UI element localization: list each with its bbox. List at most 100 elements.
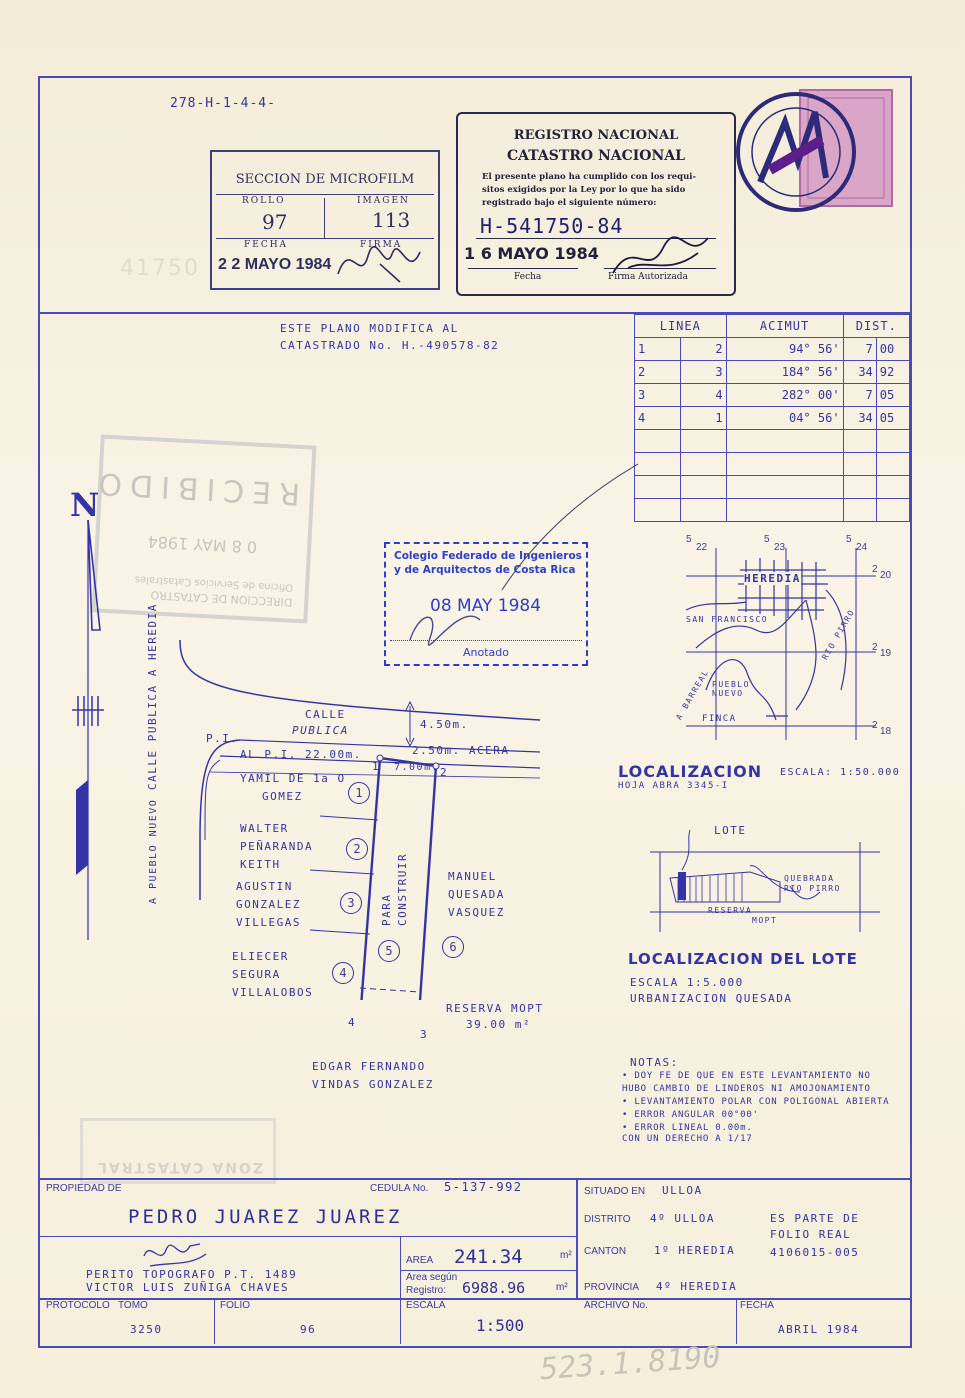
folio-real-number: 4106015-005 [770,1246,860,1259]
canton-label: CANTON [584,1246,627,1257]
registro-firma-label: Firma Autorizada [608,272,688,282]
cell-to: 2 [679,337,727,361]
acera-label: 2.50m. ACERA [412,744,510,757]
azimuth-table-header: LINEA ACIMUT DIST. [634,314,911,338]
titleblock-area-divider [400,1236,401,1298]
vertex-4: 4 [348,1016,357,1029]
titleblock-col-1 [214,1298,215,1344]
front-dimension: 7.00m. [394,762,440,773]
cedula-value: 5-137-992 [444,1180,523,1194]
table-row-empty [634,475,911,499]
table-row-empty [634,498,911,522]
area-label: AREA [406,1255,434,1266]
calle-label: CALLE [305,708,346,721]
area-registro-label: Registro: [406,1285,447,1296]
lote-rio-pirro: RIO PIRRO [784,884,841,893]
grid-right-1b: 20 [880,570,892,581]
situado-value: ULLOA [662,1184,703,1197]
grid-right-3b: 18 [880,726,892,737]
publica-label: PUBLICA [292,724,349,737]
map-finca: FINCA [702,714,737,724]
localizacion-title: LOCALIZACION [618,762,763,781]
imagen-value: 113 [372,208,411,232]
nota-3: • LEVANTAMIENTO POLAR CON POLIGONAL ABIE… [622,1097,890,1107]
colegio-stamp: Colegio Federado de Ingenieros y de Arqu… [384,542,588,666]
registro-number: H-541750-84 [480,214,624,238]
registro-signature [612,236,709,274]
cell-from: 1 [634,337,681,361]
modifica-line-1: ESTE PLANO MODIFICA AL [280,322,459,335]
modifica-line-2: CATASTRADO No. H.-490578-82 [280,339,500,352]
cell-to: 3 [679,360,727,384]
nota-1: • DOY FE DE QUE EN ESTE LEVANTAMIENTO NO [622,1071,871,1081]
folio-label: FOLIO [220,1300,251,1311]
lote-urbanizacion: URBANIZACION QUESADA [630,992,793,1005]
azimuth-table: LINEA ACIMUT DIST. 1 2 94° 56' 7 00 2 3 … [634,314,911,522]
width-450-label: 4.50m. [420,718,469,731]
lote-quebrada: QUEBRADA [784,874,835,883]
cell-from: 2 [634,360,681,384]
provincia-label: PROVINCIA [584,1282,640,1293]
bottom-neighbor-line-1: EDGAR FERNANDO [312,1060,426,1073]
nota-5: • ERROR LINEAL 0.00m. [622,1123,753,1133]
area-segun-label: Area según [406,1272,458,1283]
lot-number-5: 5 [378,940,400,962]
recibido-date: 0 8 MAY 1984 [147,532,258,557]
rollo-label: ROLLO [242,196,286,206]
tomo-label: TOMO [118,1300,148,1311]
cell-dist-cm: 05 [875,406,911,430]
cell-dist-cm: 00 [875,337,911,361]
grid-right-2b: 19 [880,648,892,659]
vertex-1: 1 [372,760,381,773]
reserva-area: 39.00 m² [466,1018,531,1031]
grid-top-2a: 5 [764,534,770,545]
cell-from: 4 [634,406,681,430]
perito-line-1: PERITO TOPOGRAFO P.T. 1489 [86,1268,298,1281]
rollo-value: 97 [262,210,288,234]
th-dist: DIST. [842,314,911,338]
neighbor-6-line-1: MANUEL [448,870,497,883]
th-linea: LINEA [634,314,727,338]
neighbor-4-line-3: VILLALOBOS [232,986,314,999]
colegio-signature [409,615,481,646]
neighbor-2-line-2: PEÑARANDA [240,840,314,853]
diagonal-signature-line [501,463,639,591]
colegio-line-1: Colegio Federado de Ingenieros [394,550,582,562]
canton-value: 1º HEREDIA [654,1244,736,1257]
fecha-value: ABRIL 1984 [778,1323,860,1336]
lote-escala: ESCALA 1:5.000 [630,976,744,989]
lote-reserva: RESERVA [708,906,753,915]
grid-right-3a: 2 [872,720,878,731]
cell-acimut: 184° 56' [725,360,844,384]
area-unit: m² [560,1250,572,1261]
cell-acimut: 94° 56' [725,337,844,361]
faint-number: 41750 [120,256,200,281]
perito-line-2: VICTOR LUIS ZUÑIGA CHAVES [86,1281,290,1294]
cell-dist-cm: 92 [875,360,911,384]
north-arrow [72,520,104,940]
grid-right-2a: 2 [872,642,878,653]
calle-heredia-label: CALLE PUBLICA A HEREDIA [146,603,159,790]
neighbor-6-line-3: VASQUEZ [448,906,505,919]
neighbor-2-line-3: KEITH [240,858,281,871]
notas-title: NOTAS: [630,1056,679,1069]
lote-sketch [650,829,880,932]
neighbor-6-number: 6 [442,936,464,958]
table-row-empty [634,429,911,453]
nota-6: CON UN DERECHO A 1/17 [622,1134,753,1144]
protocolo-label: PROTOCOLO [46,1300,110,1311]
map-san-francisco: SAN FRANCISCO [686,615,769,624]
cell-dist-m: 34 [842,360,877,384]
zona-stamp-text: ZONA CATASTRAL [96,1159,263,1175]
neighbor-3-line-2: GONZALEZ [236,898,301,911]
cell-from: 3 [634,383,681,407]
titleblock-row2 [38,1236,578,1237]
neighbor-4-line-2: SEGURA [232,968,281,981]
table-row: 1 2 94° 56' 7 00 [634,337,911,361]
colegio-line-2: y de Arquitectos de Costa Rica [394,564,576,576]
th-acimut: ACIMUT [725,314,844,338]
cell-acimut: 282° 00' [725,383,844,407]
lote-title: LOCALIZACION DEL LOTE [628,950,858,968]
lote-mopt: MOPT [752,916,778,925]
tomo-value: 3250 [130,1323,163,1336]
